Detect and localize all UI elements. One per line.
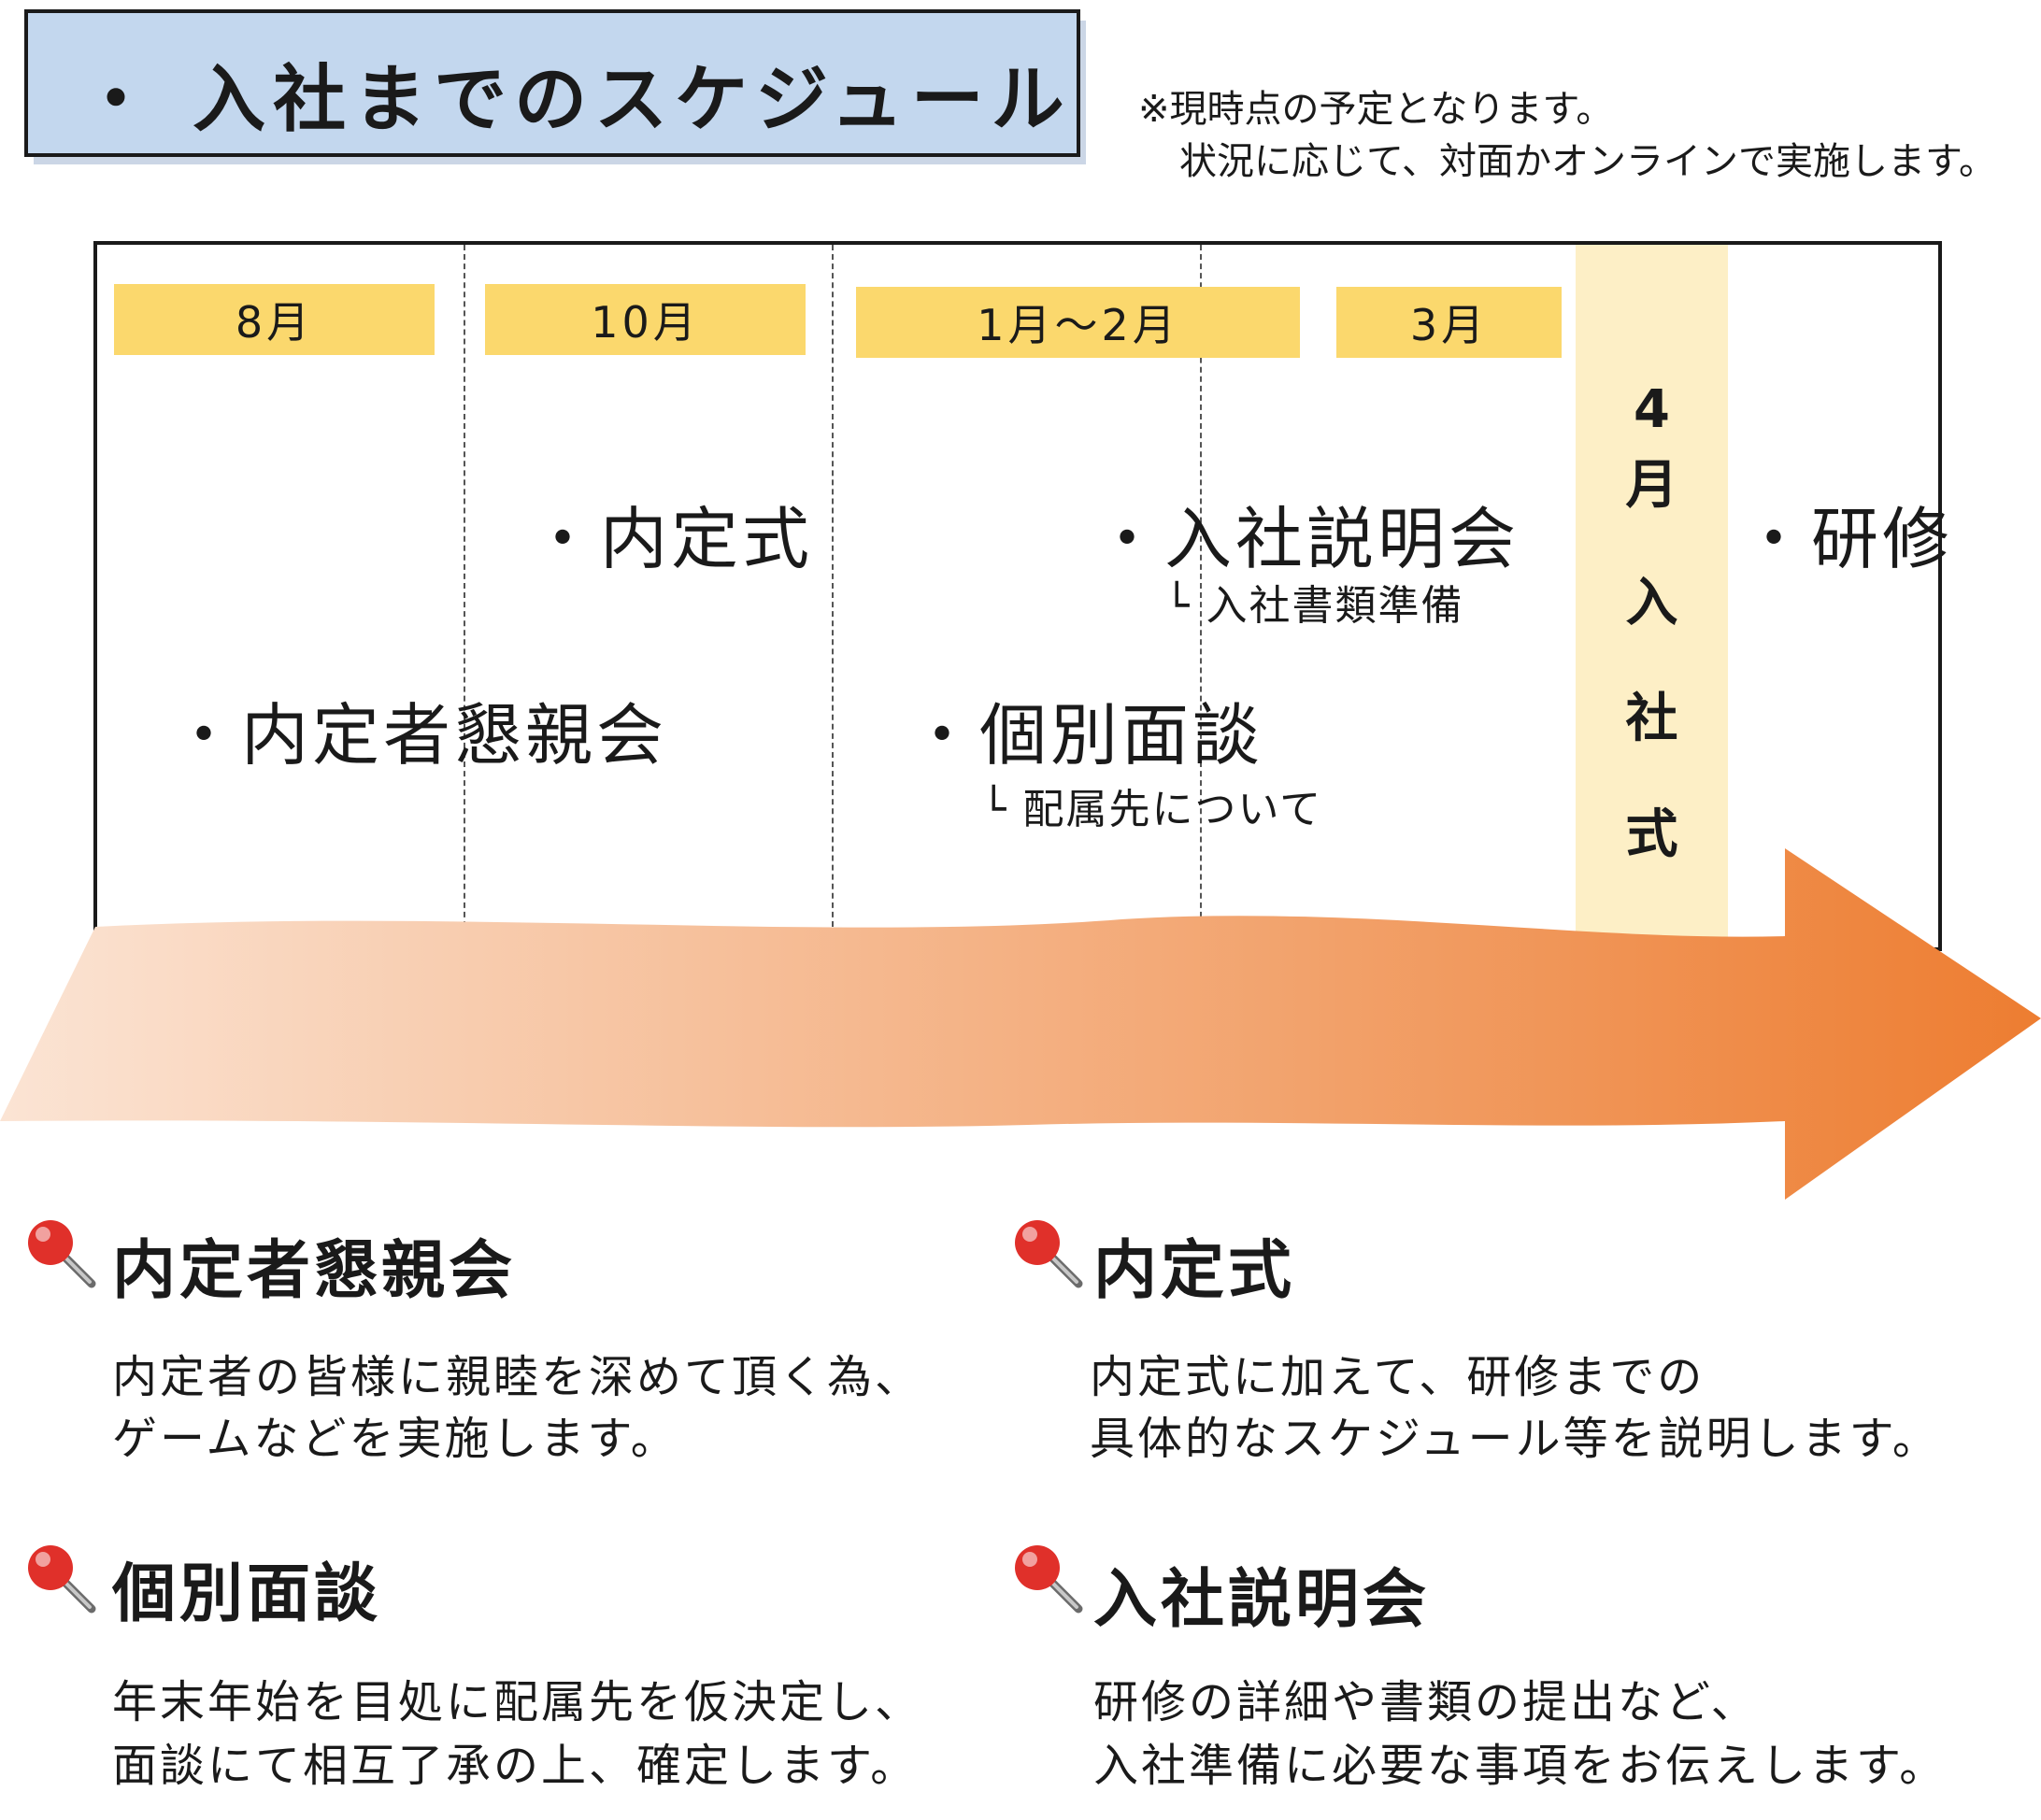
desc-line: 内定式に加えて、研修までの xyxy=(1090,1351,1706,1403)
april-label-char: 入 xyxy=(1625,573,1678,633)
desc-title-naitei-shiki: 内定式 xyxy=(1093,1234,1296,1308)
desc-title-konshinkai: 内定者懇親会 xyxy=(112,1234,517,1308)
event-kenshu: ・研修 xyxy=(1740,500,1954,578)
title-box xyxy=(24,9,1080,157)
schedule-note-line-1: ※現時点の予定となります。 xyxy=(1138,88,1614,131)
event-kobetsu-mendan-sub: └ 配属先について xyxy=(981,786,1323,833)
desc-title-nyusha-setsumeikai: 入社説明会 xyxy=(1093,1563,1431,1637)
month-jan-feb: 1月～2月 xyxy=(856,287,1300,358)
event-nyusha-setsumeikai: ・入社説明会 xyxy=(1093,500,1520,578)
red-pushpin-icon xyxy=(28,1220,96,1288)
desc-line: 年末年始を目処に配属先を仮決定し、 xyxy=(112,1676,923,1728)
divider-line xyxy=(832,245,834,936)
month-aug: 8月 xyxy=(114,284,435,355)
april-label-char: 月 xyxy=(1625,455,1678,516)
red-pushpin-icon xyxy=(28,1545,96,1614)
april-band xyxy=(1576,245,1728,947)
event-nyusha-setsumeikai-sub: └ 入社書類準備 xyxy=(1164,582,1464,630)
page-title: ・ 入社までのスケジュール xyxy=(79,58,1072,142)
april-label-char: 社 xyxy=(1625,689,1678,749)
month-mar: 3月 xyxy=(1336,287,1562,358)
desc-line: 研修の詳細や書類の提出など、 xyxy=(1093,1676,1759,1728)
event-konshinkai: ・内定者懇親会 xyxy=(170,696,668,775)
divider-line xyxy=(1200,245,1202,936)
desc-line: 具体的なスケジュール等を説明します。 xyxy=(1090,1413,1940,1465)
red-pushpin-icon xyxy=(1015,1545,1083,1614)
april-label-char: 4 xyxy=(1634,379,1670,440)
desc-line: 面談にて相互了承の上、確定します。 xyxy=(112,1740,919,1792)
event-naitei-shiki: ・内定式 xyxy=(529,500,814,578)
month-oct: 10月 xyxy=(485,284,806,355)
april-label-char: 式 xyxy=(1625,804,1678,865)
red-pushpin-icon xyxy=(1015,1220,1083,1288)
desc-line: 内定者の皆様に親睦を深めて頂く為、 xyxy=(112,1351,923,1403)
event-kobetsu-mendan: ・個別面談 xyxy=(908,696,1264,775)
desc-title-kobetsu-mendan: 個別面談 xyxy=(112,1557,382,1631)
desc-line: ゲームなどを実施します。 xyxy=(112,1413,678,1465)
divider-line xyxy=(464,245,465,936)
desc-line: 入社準備に必要な事項をお伝えします。 xyxy=(1093,1740,1948,1792)
schedule-note-line-2: 状況に応じて、対面かオンラインで実施します。 xyxy=(1179,140,1996,183)
timeline-arrow xyxy=(0,848,2041,1200)
